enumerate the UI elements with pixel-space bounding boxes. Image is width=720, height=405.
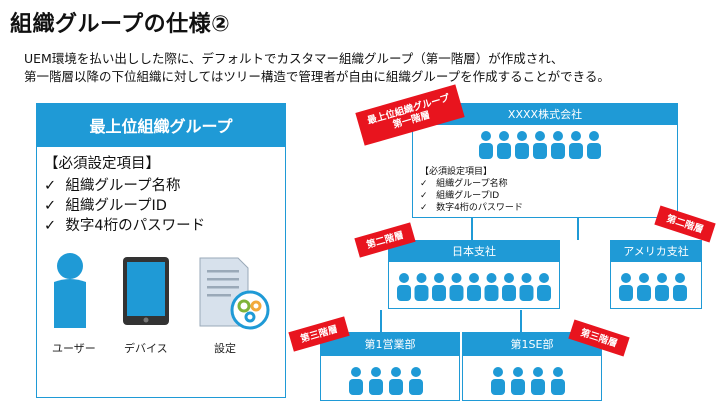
person-icon — [551, 131, 565, 159]
people-icon-group — [348, 366, 438, 398]
org-top-requirements-title: 【必須設定項目】 — [420, 167, 493, 177]
connector-line — [471, 218, 473, 240]
person-icon — [349, 367, 363, 395]
description-line-1: UEM環境を払い出しした際に、デフォルトでカスタマー組織グループ（第一階層）が作… — [24, 51, 564, 66]
left-panel-header: 最上位組織グループ — [36, 103, 286, 147]
requirement-item: ✓ 数字4桁のパスワード — [44, 218, 206, 234]
people-icon-group — [396, 272, 556, 304]
person-icon — [569, 131, 583, 159]
org-top-body — [412, 125, 678, 218]
tablet-icon — [122, 256, 170, 326]
person-icon — [511, 367, 525, 395]
org-top-header: XXXX株式会社 — [412, 103, 678, 125]
person-icon — [497, 131, 511, 159]
person-icon — [515, 131, 529, 159]
person-icon — [414, 273, 429, 301]
person-icon — [537, 273, 551, 301]
org-top-requirement: ✓ 組織グループ名称 — [420, 179, 508, 189]
person-icon — [655, 273, 669, 301]
person-icon — [619, 273, 633, 301]
person-icon — [673, 273, 687, 301]
person-icon — [484, 273, 499, 301]
requirements-title: 【必須設定項目】 — [44, 156, 160, 172]
requirement-item: ✓ 組織グループ名称 — [44, 178, 181, 194]
person-icon — [479, 131, 493, 159]
settings-label: 設定 — [214, 342, 236, 355]
person-icon — [369, 367, 383, 395]
person-icon — [432, 273, 446, 301]
org-america-header: アメリカ支社 — [610, 240, 702, 262]
people-icon-group — [618, 272, 698, 304]
slide-title: 組織グループの仕様② — [10, 12, 231, 37]
badge-second-level-right: 第二階層 — [654, 205, 716, 243]
person-icon — [519, 273, 534, 301]
people-icon-group — [478, 130, 618, 162]
person-icon — [531, 367, 545, 395]
connector-line — [577, 218, 579, 240]
person-icon — [502, 273, 516, 301]
org-japan-header: 日本支社 — [388, 240, 560, 262]
person-icon — [467, 273, 481, 301]
org-top-requirement: ✓ 数字4桁のパスワード — [420, 203, 523, 213]
person-icon — [587, 131, 601, 159]
person-icon — [389, 367, 403, 395]
connector-line — [520, 310, 522, 332]
person-icon — [491, 367, 505, 395]
user-label: ユーザー — [52, 342, 96, 355]
org-top-requirement: ✓ 組織グループID — [420, 191, 500, 201]
description-line-2: 第一階層以降の下位組織に対してはツリー構造で管理者が自由に組織グループを作成する… — [24, 69, 610, 84]
person-icon — [449, 273, 464, 301]
connector-line — [380, 310, 382, 332]
person-icon — [551, 367, 565, 395]
person-icon — [397, 273, 411, 301]
people-icon-group — [490, 366, 580, 398]
user-icon — [50, 252, 90, 328]
settings-document-icon — [198, 256, 274, 332]
person-icon — [637, 273, 651, 301]
requirement-item: ✓ 組織グループID — [44, 198, 167, 214]
device-label: デバイス — [124, 342, 168, 355]
person-icon — [533, 131, 547, 159]
person-icon — [409, 367, 423, 395]
